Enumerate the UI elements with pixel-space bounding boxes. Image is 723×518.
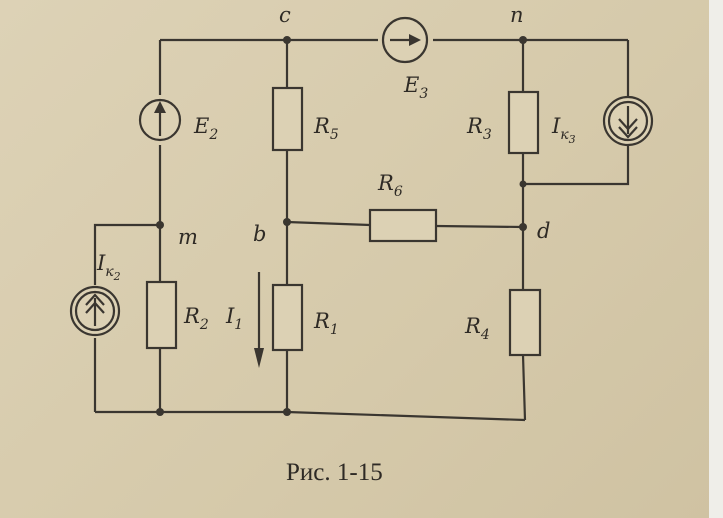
node-label-m: m bbox=[178, 225, 198, 249]
voltage-source-e2 bbox=[138, 98, 182, 142]
label-r6: R6 bbox=[377, 171, 403, 200]
label-ik2: Iк2 bbox=[96, 251, 121, 283]
current-source-ik2 bbox=[69, 285, 121, 337]
voltage-source-e3 bbox=[381, 16, 429, 64]
wire-ik3-branch bbox=[523, 40, 630, 186]
label-r4: R4 bbox=[464, 314, 490, 343]
figure-caption: Рис. 1-15 bbox=[286, 459, 383, 486]
resistor-r2 bbox=[145, 280, 178, 350]
junction-c bbox=[283, 36, 291, 44]
resistor-r4 bbox=[508, 288, 542, 357]
junction-n bbox=[519, 36, 527, 44]
resistor-r5 bbox=[271, 86, 304, 152]
node-label-b: b bbox=[253, 222, 266, 246]
resistor-r6 bbox=[368, 208, 438, 243]
label-r3: R3 bbox=[466, 114, 492, 143]
node-label-c: c bbox=[279, 3, 291, 27]
junction-m bbox=[156, 221, 164, 229]
label-e2: E2 bbox=[193, 114, 218, 143]
junction-b bbox=[283, 218, 291, 226]
label-r5: R5 bbox=[313, 114, 339, 143]
resistor-r1 bbox=[271, 283, 304, 352]
junction-d-upper bbox=[519, 180, 527, 188]
junction-bottom-b bbox=[283, 408, 291, 416]
label-r2: R2 bbox=[183, 304, 209, 333]
wire-right-column bbox=[521, 40, 527, 421]
junction-bottom-m bbox=[156, 408, 164, 416]
node-label-d: d bbox=[537, 219, 550, 243]
wire-ik2-branch bbox=[93, 223, 160, 412]
label-r1: R1 bbox=[313, 309, 339, 338]
current-arrow-i1 bbox=[254, 272, 264, 368]
wire-b-d bbox=[286, 220, 524, 229]
label-ik3: Iк3 bbox=[551, 114, 576, 146]
junction-d bbox=[519, 223, 527, 231]
node-label-n: n bbox=[510, 3, 524, 27]
current-source-ik3 bbox=[602, 95, 654, 147]
resistor-r3 bbox=[507, 90, 540, 155]
label-i1: I1 bbox=[225, 304, 243, 333]
label-e3: E3 bbox=[403, 73, 428, 102]
